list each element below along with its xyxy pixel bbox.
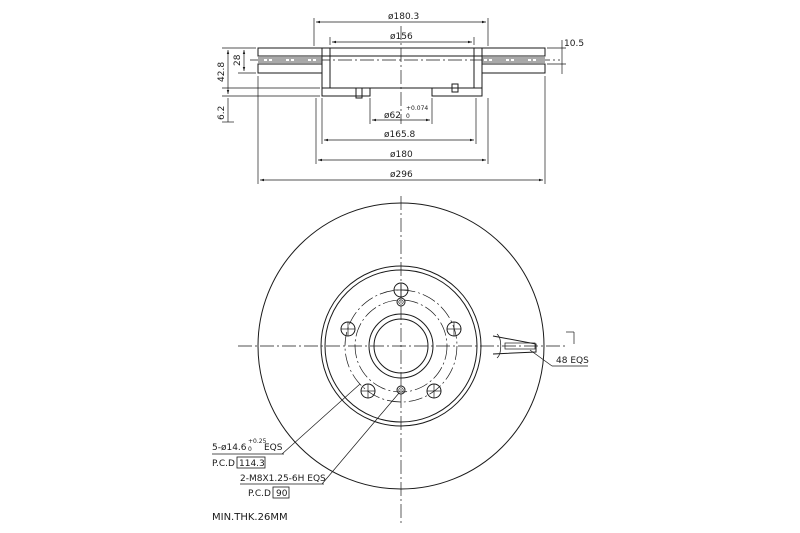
dim-friction-plate: 10.5 [564,39,584,49]
upper-friction-plate-right [481,47,546,57]
hat-wall-left [321,47,331,89]
dim-hat-thickness: 6.2 [217,106,227,120]
dim-disc-thickness: 28 [233,54,243,66]
section-view: ø180.3 ø156 ø62 +0.074 0 ø165.8 ø180 ø29… [217,12,584,184]
callout-thread-spec: 2-M8X1.25-6H EQS [240,474,326,484]
threaded-hole [396,385,406,395]
callout-bolt-tol-lower: 0 [248,446,252,453]
hat-mount-circle [324,269,478,423]
threaded-hole-thread [398,299,404,305]
threaded-hole [396,297,406,307]
callout-pcd-value-2: 90 [276,489,288,499]
dim-bore-diameter: ø62 [384,111,401,121]
dim-inner-hat-diameter: ø156 [390,32,413,42]
callout-bolt-suffix: EQS [264,443,283,453]
lower-friction-plate-left [257,63,323,74]
callout-bolt-holes-group: 5-ø14.6 +0.25 0 EQS [212,438,284,455]
callout-bolt-tol-upper: +0.25 [248,438,267,445]
dim-disc-diameter: ø296 [390,170,413,180]
callout-thread-group: 2-M8X1.25-6H EQS [240,474,326,485]
hat-outer-circle [320,265,482,427]
callout-vanes: 48 EQS [556,356,589,366]
dim-overall-height: 42.8 [217,62,227,82]
hat-flange-right [431,87,483,97]
note-min-thickness: MIN.THK.26MM [212,512,288,523]
dim-hat-outer-diameter: ø180 [390,150,413,160]
dim-hat-mount-diameter: ø165.8 [384,130,416,140]
callout-pcd-label-2: P.C.D [248,489,271,499]
stud [355,87,363,99]
callout-pcd-label-1: P.C.D [212,459,235,469]
stud-2 [451,83,459,93]
center-bore-chamfer [373,318,429,374]
vane-slot [492,333,537,359]
dim-bore-tol-upper: +0.074 [406,105,428,112]
dim-outer-hat-diameter: ø180.3 [388,12,419,22]
upper-friction-plate-left [257,47,323,57]
threaded-holes [396,297,406,395]
hat-flange-left [321,87,371,97]
callout-bolt-holes: 5-ø14.6 [212,443,247,453]
callout-pcd-1-group: P.C.D 114.3 [212,456,266,469]
callout-pcd-value-1: 114.3 [239,459,265,469]
callout-pcd-2-group: P.C.D 90 [248,486,290,499]
plan-view: 48 EQS 5-ø14.6 +0.25 0 EQS P.C.D 114.3 2… [212,196,589,526]
hat-wall-right [473,47,483,89]
disc-outer-edge [257,202,545,490]
lower-friction-plate-right [481,63,546,74]
center-bore [368,313,434,379]
threaded-hole-thread [398,387,404,393]
dim-bore-tol-lower: 0 [406,113,410,120]
pcd-114-circle [344,289,458,403]
